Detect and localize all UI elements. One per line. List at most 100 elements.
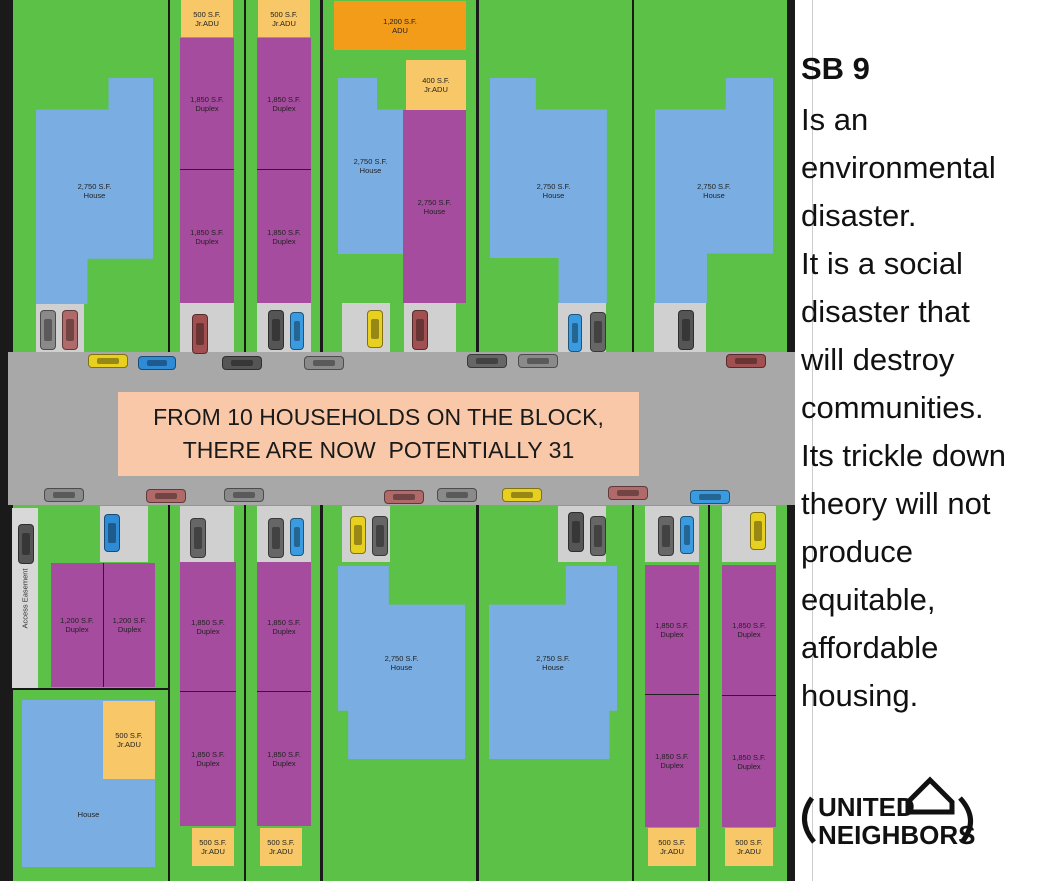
car: [678, 310, 694, 350]
building-label: 2,750 S.F.: [536, 653, 570, 663]
message-line: disaster.: [801, 198, 917, 233]
message-line: communities.: [801, 390, 984, 425]
logo-line-2: NEIGHBORS: [818, 820, 975, 850]
building-label: 2,750 S.F.: [77, 182, 112, 191]
car: [350, 516, 366, 554]
car: [290, 518, 304, 556]
building-label: Duplex: [117, 625, 142, 634]
building-label: Duplex: [272, 103, 296, 113]
building-label: Jr.ADU: [117, 740, 141, 749]
message-line: housing.: [801, 678, 919, 713]
building: 1,200 S.F.ADU: [334, 1, 466, 50]
car: [62, 310, 78, 350]
car: [412, 310, 428, 350]
building-label: Duplex: [272, 236, 296, 246]
car: [384, 490, 424, 504]
building-label: 1,850 S.F.: [190, 94, 224, 104]
building: 1,850 S.F.Duplex: [722, 565, 776, 696]
building-label: 1,850 S.F.: [267, 94, 301, 104]
building: 500 S.F.Jr.ADU: [260, 828, 302, 866]
building-label: 500 S.F.: [267, 838, 295, 847]
building-label: 2,750 S.F.: [353, 157, 388, 166]
building-label: Duplex: [737, 761, 761, 771]
left-bracket-icon: [802, 796, 816, 844]
building-label: Jr.ADU: [272, 18, 296, 28]
building-label: Duplex: [195, 103, 219, 113]
building-label: 2,750 S.F.: [697, 181, 731, 191]
building-label: 500 S.F.: [193, 9, 221, 19]
building: 2,750 S.F.House: [403, 110, 466, 303]
building-label: Duplex: [272, 626, 296, 636]
building: 500 S.F.Jr.ADU: [725, 828, 773, 866]
building-label: Duplex: [660, 629, 684, 639]
building-label: 1,850 S.F.: [191, 617, 225, 627]
building: 1,200 S.F.Duplex: [103, 563, 155, 687]
car: [192, 314, 208, 354]
message-line: It is a social: [801, 246, 963, 281]
building-label: House: [703, 190, 725, 200]
building-label: 500 S.F.: [199, 838, 227, 847]
building-label: 1,850 S.F.: [732, 752, 766, 762]
building-label: Jr.ADU: [201, 847, 225, 856]
building-label: Jr.ADU: [195, 18, 219, 28]
building-label: Duplex: [196, 626, 220, 636]
logo-line-1: UNITED: [818, 792, 915, 822]
building-label: Jr.ADU: [269, 847, 293, 856]
building: 500 S.F.Jr.ADU: [648, 828, 696, 866]
building-label: 1,850 S.F.: [732, 621, 766, 630]
car: [146, 489, 186, 503]
car: [268, 310, 284, 350]
car: [608, 486, 648, 500]
car: [190, 518, 206, 558]
message-line: equitable,: [801, 582, 936, 617]
building-label: House: [542, 662, 564, 672]
car: [304, 356, 344, 370]
building-label: 1,850 S.F.: [267, 227, 301, 237]
building-label: 1,200 S.F.: [112, 616, 147, 625]
car: [18, 524, 34, 564]
car: [750, 512, 766, 550]
message-line: affordable: [801, 630, 939, 665]
car: [88, 354, 128, 368]
building-label: 500 S.F.: [735, 838, 763, 847]
building: 500 S.F.Jr.ADU: [258, 0, 310, 37]
message-line: produce: [801, 534, 914, 569]
building-label: 1,850 S.F.: [190, 227, 224, 237]
driveway: [722, 506, 776, 562]
building-label: 1,850 S.F.: [655, 752, 689, 761]
building: 500 S.F.Jr.ADU: [192, 828, 234, 866]
message-line: will destroy: [801, 342, 955, 377]
car: [40, 310, 56, 350]
building: 1,850 S.F.Duplex: [257, 170, 311, 303]
building-label: House: [83, 191, 106, 200]
building-label: Duplex: [195, 236, 219, 246]
building-label: 2,750 S.F.: [417, 197, 452, 207]
building: 1,850 S.F.Duplex: [180, 562, 236, 692]
easement-label: Access Easement: [20, 567, 30, 629]
car: [518, 354, 558, 368]
building-label: Duplex: [660, 761, 684, 770]
building-label: 1,850 S.F.: [267, 750, 301, 759]
building-label: Jr.ADU: [424, 85, 448, 94]
lot-divider: [13, 688, 168, 690]
car: [726, 354, 766, 368]
message-line: Is an: [801, 102, 869, 137]
building: 1,850 S.F.Duplex: [180, 170, 234, 303]
car: [590, 516, 606, 556]
building: 1,850 S.F.Duplex: [257, 38, 311, 170]
car: [44, 488, 84, 502]
building: 500 S.F.Jr.ADU: [103, 701, 155, 779]
car: [690, 490, 730, 504]
building-label: 500 S.F.: [115, 731, 143, 740]
car: [372, 516, 388, 556]
building-label: 400 S.F.: [422, 76, 450, 85]
car: [568, 314, 582, 352]
building: 1,850 S.F.Duplex: [257, 692, 311, 826]
car: [680, 516, 694, 554]
car: [268, 518, 284, 558]
car: [437, 488, 477, 502]
message-line: disaster that: [801, 294, 970, 329]
building: 500 S.F.Jr.ADU: [181, 0, 233, 37]
banner-line-1: FROM 10 HOUSEHOLDS ON THE BLOCK,: [153, 404, 604, 430]
